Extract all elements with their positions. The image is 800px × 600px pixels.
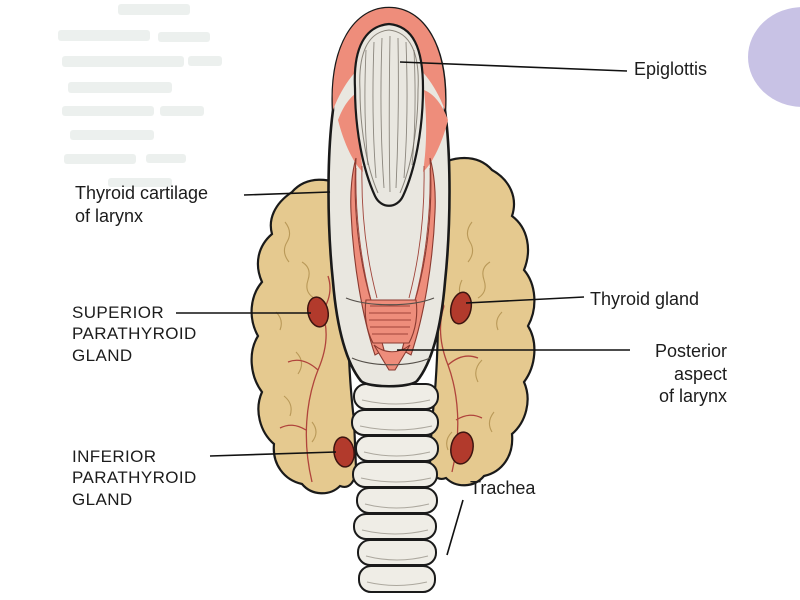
label-posterior-aspect: Posterior aspect of larynx (654, 341, 727, 406)
leader-line-epiglottis (399, 61, 628, 72)
trachea-ring (351, 409, 439, 436)
epiglottis-striation-lines (364, 35, 416, 193)
muscle-fiber-lines (355, 165, 431, 335)
thyroid-vessels-right (437, 271, 483, 473)
trachea-ring (353, 513, 437, 540)
thyroid-gland-right-lobe (428, 157, 536, 487)
inferior-parathyroid-left (333, 436, 355, 468)
parathyroid-glands-shape (306, 291, 474, 468)
label-superior-parathyroid: SUPERIOR PARATHYROID GLAND (72, 303, 197, 365)
trachea-ring (358, 565, 436, 593)
leader-line-thyroid-gland (465, 296, 585, 304)
superior-parathyroid-left (306, 296, 330, 328)
superior-parathyroid-right (449, 291, 473, 325)
thyroid-gland-texture-right (446, 221, 503, 451)
epiglottis-rim-cap (332, 8, 446, 110)
label-inferior-parathyroid: INFERIOR PARATHYROID GLAND (72, 447, 197, 509)
trachea-ring-shading (359, 399, 433, 586)
arytenoid-muscle (364, 299, 418, 344)
epiglottis-inner-rim-line (359, 29, 419, 194)
corner-accent-shape (748, 7, 800, 107)
page-bleedthrough-marks (58, 4, 222, 187)
trachea-ring (357, 539, 437, 566)
inferior-parathyroid-right (450, 431, 474, 465)
trachea-ring (355, 435, 439, 462)
trachea-ring (352, 461, 438, 488)
label-thyroid-gland: Thyroid gland (590, 289, 700, 309)
leader-line-inferior-parathyroid (209, 451, 337, 457)
leader-line-thyroid-cartilage (243, 191, 331, 196)
label-trachea: Trachea (470, 478, 536, 498)
label-thyroid-cartilage: Thyroid cartilage of larynx (75, 183, 209, 226)
thyroid-vessels-left (279, 275, 331, 483)
label-epiglottis: Epiglottis (634, 59, 708, 79)
trachea-ring (356, 487, 438, 514)
laryngeal-muscles-shape (350, 157, 436, 371)
larynx-contour-lines (345, 297, 435, 366)
trachea-shape (351, 383, 439, 593)
thyroid-gland-shape (250, 157, 536, 495)
leader-lines (176, 61, 630, 556)
aryepiglottic-muscle-right (401, 157, 436, 356)
epiglottis-rim-right (423, 90, 448, 172)
trachea-ring (353, 383, 439, 410)
leader-line-trachea (446, 499, 464, 556)
